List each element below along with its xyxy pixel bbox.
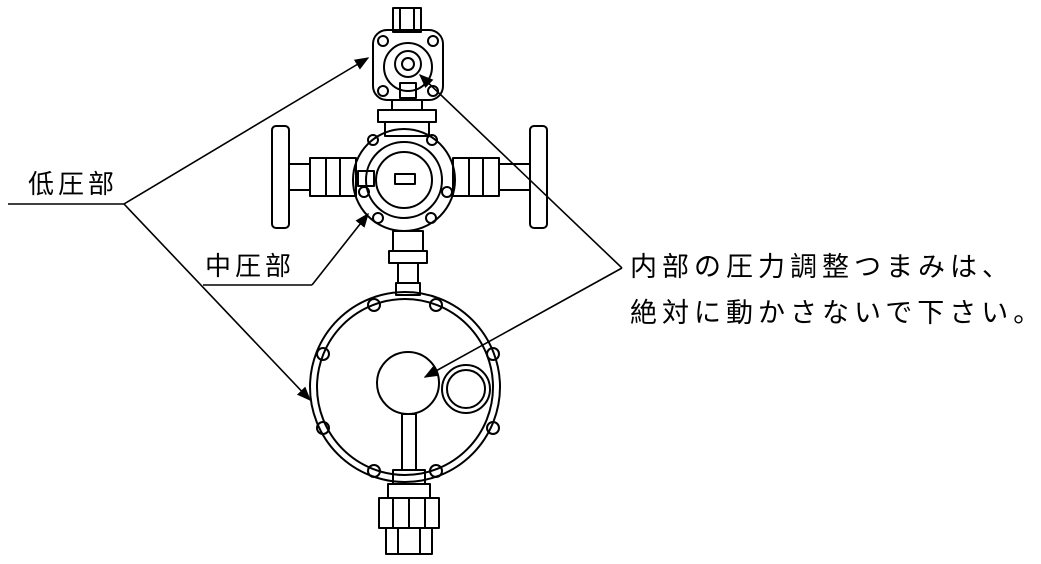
caution-note-line-2: 絶対に動かさないで下さい。 [630,298,1041,329]
leader-lines [8,57,623,402]
mid-pressure-leader [311,212,369,286]
mid-pressure-label: 中圧部 [205,252,296,282]
note-leader-upper [418,74,623,269]
low-pressure-leader-upper [123,57,370,205]
note-leader-lower [423,267,623,378]
caution-note-line-1: 内部の圧力調整つまみは、 [630,252,1014,283]
low-pressure-label: 低圧部 [28,170,119,200]
large-regulator-body [309,291,501,555]
low-pressure-leader-lower [123,203,311,402]
mid-pressure-unit [271,125,548,296]
low-pressure-unit [372,7,444,137]
